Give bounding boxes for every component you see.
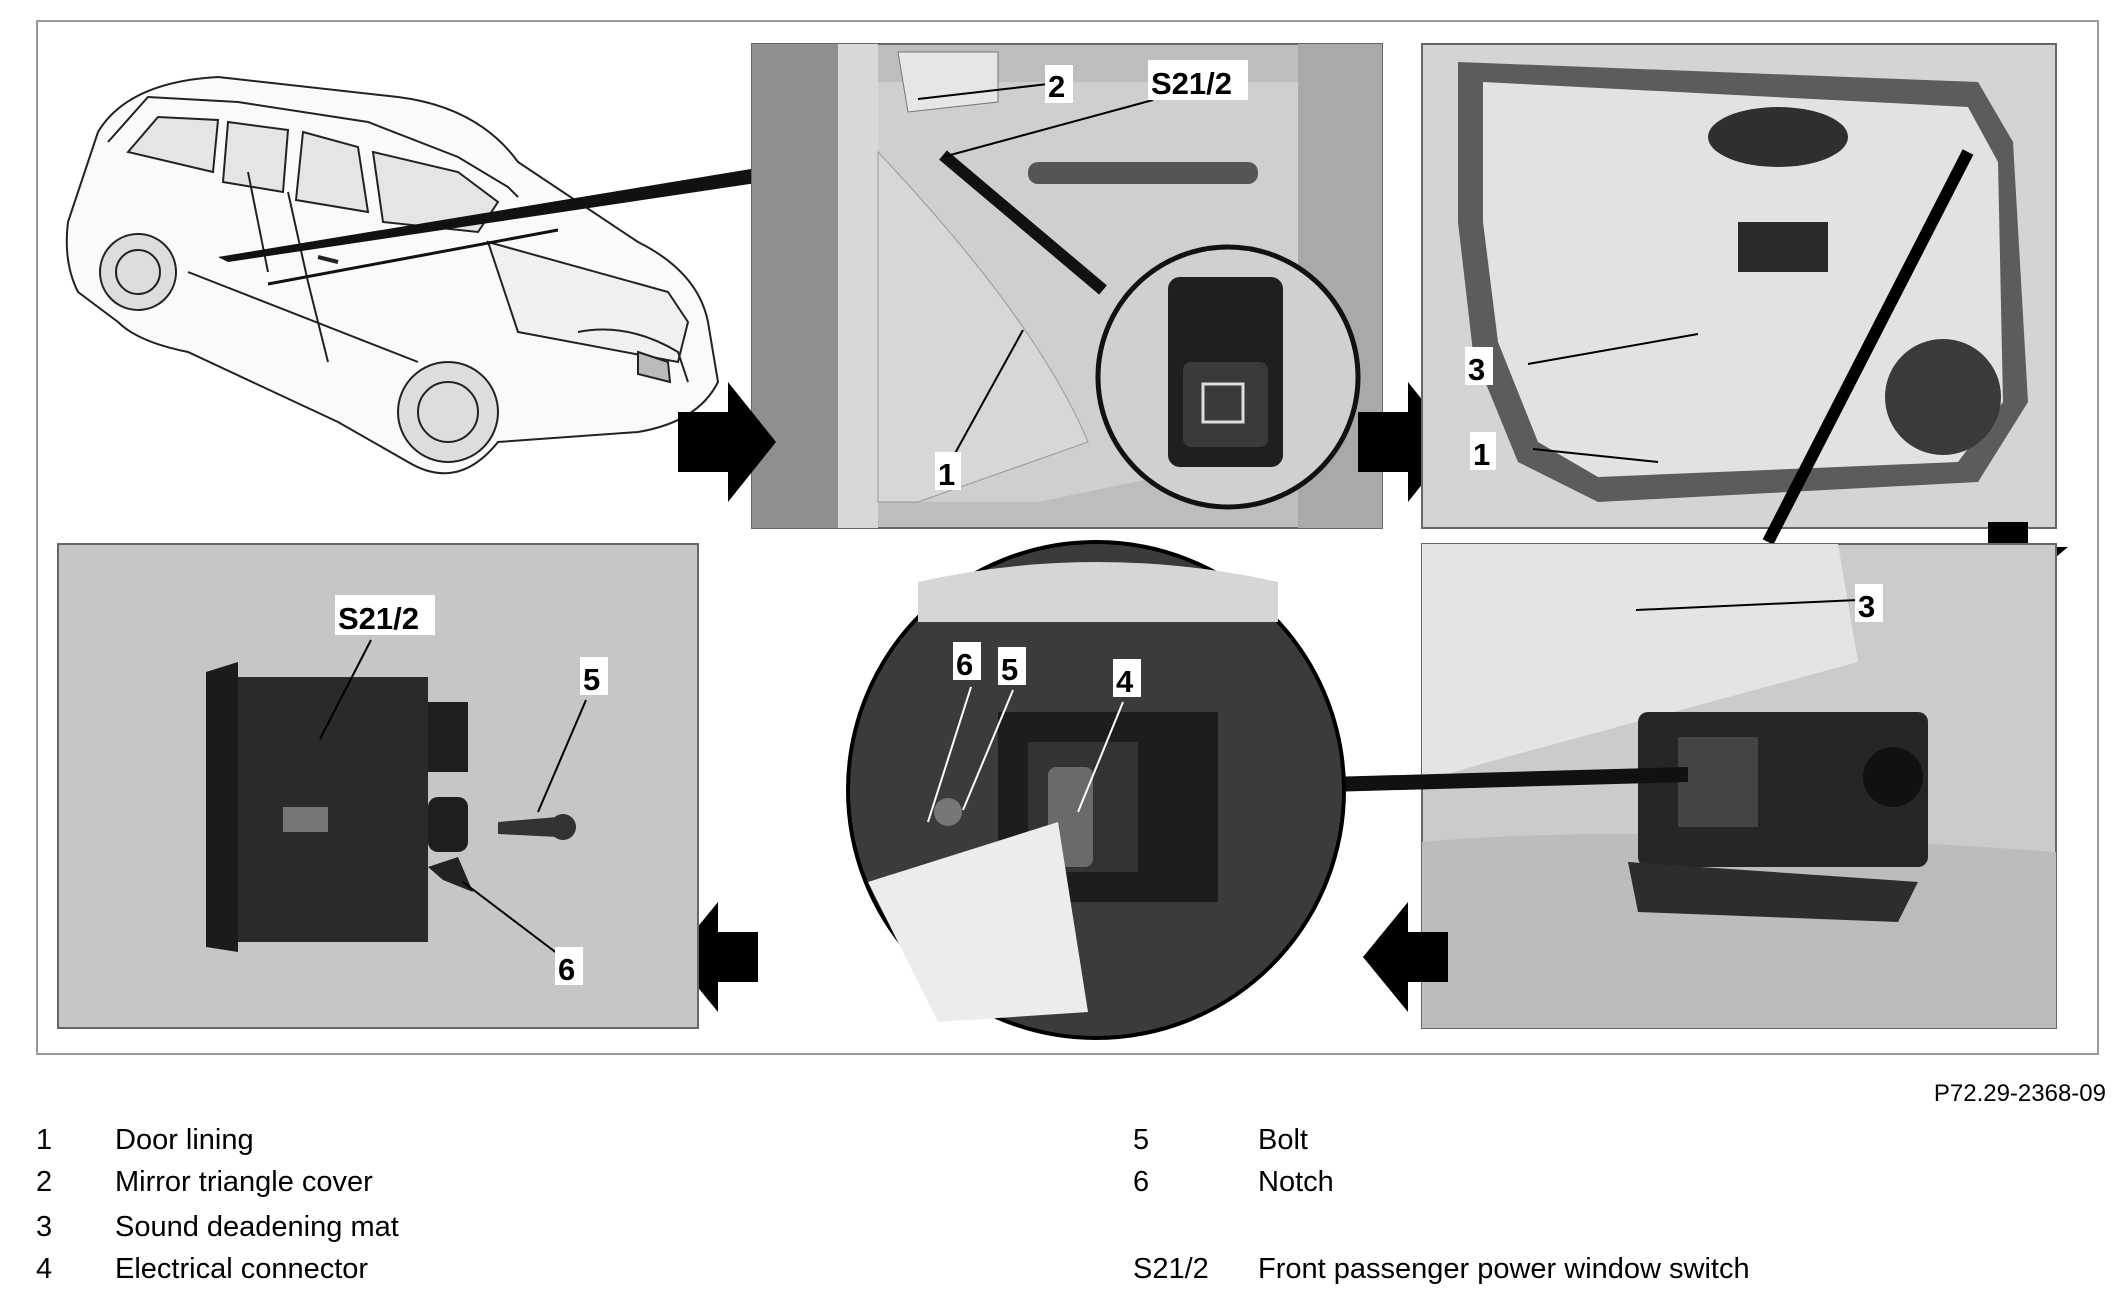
callout-5-part: 5 [583,662,600,697]
callout-1-top: 1 [938,457,955,492]
legend-key: 5 [1133,1124,1150,1156]
legend-label: Mirror triangle cover [115,1166,373,1198]
callout-3-connector: 3 [1858,589,1875,624]
legend-key: 6 [1133,1166,1150,1198]
legend-label: Bolt [1258,1124,1308,1156]
callout-5-detail: 5 [1001,652,1018,687]
legend-key: 1 [36,1124,53,1156]
callout-1-right: 1 [1473,437,1490,472]
arrow-right-1 [678,382,776,502]
legend-label: Electrical connector [115,1253,369,1285]
callout-6-detail: 6 [956,647,973,682]
figure-frame: 2 S21/2 1 3 1 3 6 5 4 S21/2 5 6 [36,20,2099,1055]
callout-6-part: 6 [558,952,575,987]
legend-label: Front passenger power window switch [1258,1253,1750,1285]
car-illustration [65,75,720,475]
panel-door-opening [751,43,1383,529]
callout-labels: 2 S21/2 1 3 1 3 6 5 4 S21/2 5 6 [335,60,1883,987]
legend-key: 4 [36,1253,53,1285]
callout-3-right: 3 [1468,352,1485,387]
panel-door-lining-back [1421,43,2057,545]
legend-label: Notch [1258,1166,1334,1198]
arrow-left-1 [1363,902,1448,1012]
callout-4-detail: 4 [1116,664,1134,699]
legend-key: 3 [36,1211,53,1243]
legend-label: Sound deadening mat [115,1211,399,1243]
figure-reference: P72.29-2368-09 [1933,1080,2106,1107]
callout-2-top: 2 [1048,69,1065,104]
arrow-left-2 [673,902,758,1012]
panel-connector-view [1421,543,2057,1029]
legend-key: S21/2 [1133,1253,1209,1285]
legend-key: 2 [36,1166,53,1198]
callout-s21-2-part: S21/2 [338,601,419,636]
callout-s21-2-top: S21/2 [1151,66,1232,101]
leader-wedge [218,167,763,262]
legend-label: Door lining [115,1124,254,1156]
illustration: 2 S21/2 1 3 1 3 6 5 4 S21/2 5 6 [57,43,2068,1040]
